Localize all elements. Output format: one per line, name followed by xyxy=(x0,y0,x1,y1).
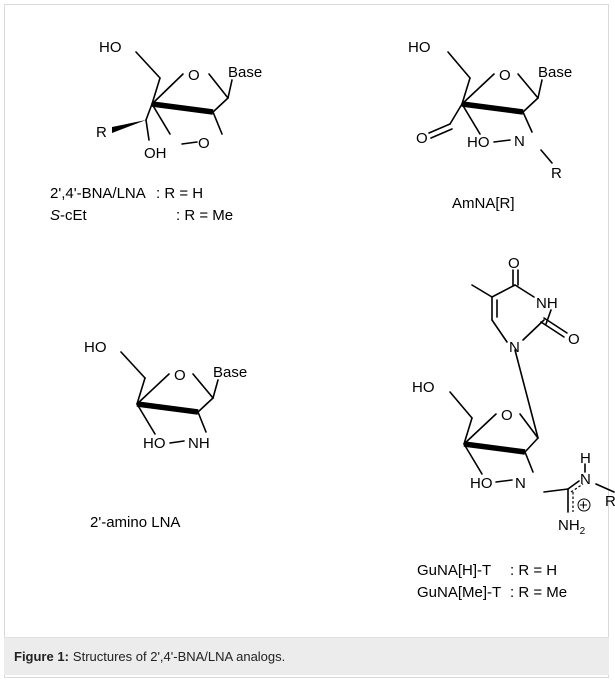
atom-ho: HO xyxy=(84,339,107,356)
atom-ho: HO xyxy=(412,379,435,396)
structure-amino-lna: HO O Base HO NH 2'-amino LNA xyxy=(84,339,247,531)
atom-o-carbonyl: O xyxy=(416,130,428,147)
label-bna-lna: 2',4'-BNA/LNA xyxy=(50,185,146,202)
atom-n-imine: N xyxy=(580,471,591,488)
atom-ho-lower: HO xyxy=(467,134,490,151)
label-scet-def: : R = Me xyxy=(176,207,233,224)
atom-ho-lower: HO xyxy=(143,435,166,452)
structure-guna: O NH O N HO O HO N H N R + NH2 GuNA[H]-T… xyxy=(412,255,615,601)
figure-frame xyxy=(4,4,609,678)
caption-label: Figure 1: xyxy=(14,649,69,664)
atom-r: R xyxy=(551,165,562,182)
atom-oh: OH xyxy=(144,145,167,162)
atom-o-right: O xyxy=(568,331,580,348)
atom-ho: HO xyxy=(99,39,122,56)
caption-text: Structures of 2',4'-BNA/LNA analogs. xyxy=(72,649,286,664)
atom-base: Base xyxy=(213,364,247,381)
figure-caption: Figure 1: Structures of 2',4'-BNA/LNA an… xyxy=(4,637,609,675)
atom-base: Base xyxy=(538,64,572,81)
label-bna-lna-def: : R = H xyxy=(156,185,203,202)
atom-n: N xyxy=(514,133,525,150)
atom-plus-charge: + xyxy=(579,497,588,514)
atom-nh-ring: NH xyxy=(536,295,558,312)
atom-h: H xyxy=(580,450,591,467)
atom-o-ring: O xyxy=(499,67,511,84)
atom-n: N xyxy=(515,475,526,492)
label-amna: AmNA[R] xyxy=(452,195,515,212)
label-scet: S-cEt xyxy=(50,207,88,224)
atom-nh2-main: NH xyxy=(558,517,580,534)
label-guna-me-def: : R = Me xyxy=(510,584,567,601)
atom-o-ring: O xyxy=(501,407,513,424)
structure-amna: HO O Base O HO N R AmNA[R] xyxy=(408,39,572,212)
label-amino-lna: 2'-amino LNA xyxy=(90,514,180,531)
atom-ho-lower: HO xyxy=(470,475,493,492)
atom-o-ring: O xyxy=(188,67,200,84)
atom-o-top: O xyxy=(508,255,520,272)
label-guna-h: GuNA[H]-T xyxy=(417,562,491,579)
structure-bna-lna: HO O Base R OH O 2',4'-BNA/LNA : R = H S… xyxy=(50,39,262,224)
label-scet-name: -cEt xyxy=(60,207,88,224)
atom-base: Base xyxy=(228,64,262,81)
atom-r: R xyxy=(96,124,107,141)
atom-n-ring: N xyxy=(509,339,520,356)
atom-r: R xyxy=(605,493,615,510)
label-guna-h-def: : R = H xyxy=(510,562,557,579)
atom-nh: NH xyxy=(188,435,210,452)
label-guna-me: GuNA[Me]-T xyxy=(417,584,501,601)
label-scet-prefix: S xyxy=(50,207,60,224)
atom-o-ring: O xyxy=(174,367,186,384)
atom-nh2: NH2 xyxy=(558,517,586,537)
atom-nh2-subscript: 2 xyxy=(580,526,586,537)
atom-ho: HO xyxy=(408,39,431,56)
atom-o-bridge: O xyxy=(198,135,210,152)
